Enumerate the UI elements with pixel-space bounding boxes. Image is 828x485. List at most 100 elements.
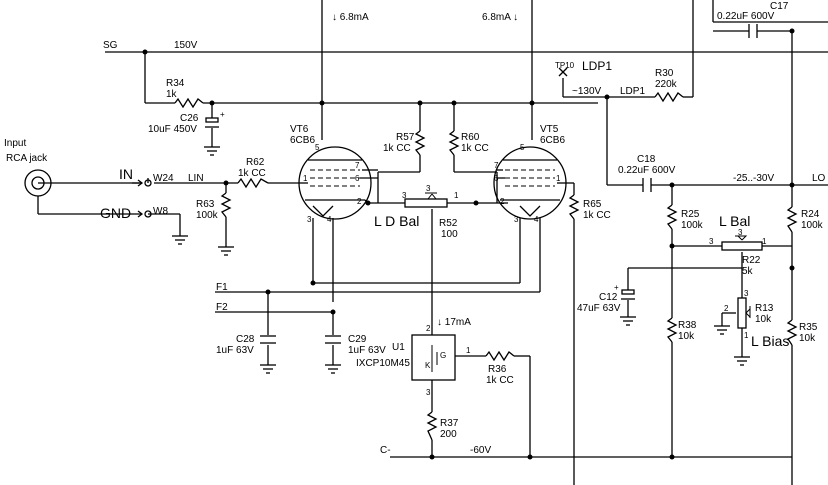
r35-symbol bbox=[786, 319, 798, 346]
wires bbox=[37, 0, 828, 485]
labels: ↓ 6.8mA 6.8mA ↓ C17 0.22uF 600V SG 150V … bbox=[4, 1, 826, 456]
lin-net: LIN bbox=[188, 173, 204, 184]
r34-ref: R34 bbox=[166, 78, 185, 89]
pin-label: 1 bbox=[556, 174, 561, 183]
r35-ref: R35 bbox=[799, 322, 818, 333]
ground-icon bbox=[714, 325, 730, 335]
r63-value: 100k bbox=[196, 210, 219, 221]
w24-label: W24 bbox=[153, 173, 174, 184]
vt5-ref: VT5 bbox=[540, 124, 559, 135]
tube-vt5 bbox=[493, 146, 567, 220]
vt6-ref: VT6 bbox=[290, 124, 309, 135]
pin-label: 3 bbox=[738, 228, 743, 237]
r36-value: 1k CC bbox=[486, 375, 514, 386]
svg-text:+: + bbox=[220, 110, 225, 119]
pin-label: 2 bbox=[357, 197, 362, 206]
v60-label: -60V bbox=[470, 445, 491, 456]
r65-ref: R65 bbox=[583, 199, 602, 210]
r60-symbol bbox=[448, 130, 460, 156]
r65-value: 1k CC bbox=[583, 210, 611, 221]
c12-symbol: + bbox=[614, 283, 635, 300]
r30-ref: R30 bbox=[655, 68, 674, 79]
r24-symbol bbox=[786, 206, 798, 233]
tp10-label: LDP1 bbox=[582, 59, 612, 73]
capacitors: + + bbox=[205, 24, 758, 344]
r34-symbol bbox=[174, 97, 204, 109]
ground-icon bbox=[620, 316, 636, 326]
pin-label: 7 bbox=[355, 161, 360, 170]
pin-label: 6 bbox=[355, 174, 360, 183]
pin-label: 1 bbox=[762, 237, 767, 246]
c29-value: 1uF 63V bbox=[348, 345, 386, 356]
pin-label: 3 bbox=[426, 184, 431, 193]
tube-vt6 bbox=[298, 146, 378, 220]
ldp1-net: LDP1 bbox=[620, 86, 645, 97]
pin-label: 2 bbox=[724, 304, 729, 313]
ground-icon bbox=[218, 246, 234, 256]
r62-value: 1k CC bbox=[238, 168, 266, 179]
ground-icon bbox=[734, 356, 750, 366]
pin-label: 1 bbox=[466, 346, 471, 355]
u1-part: IXCP10M45 bbox=[356, 358, 410, 369]
v150-label: 150V bbox=[174, 40, 198, 51]
pin-label: 7 bbox=[494, 161, 499, 170]
r24-value: 100k bbox=[801, 220, 824, 231]
pin-label: 3 bbox=[744, 289, 749, 298]
c28-value: 1uF 63V bbox=[216, 345, 254, 356]
c18-ref: C18 bbox=[637, 154, 656, 165]
c26-symbol: + bbox=[205, 110, 225, 128]
w8-label: W8 bbox=[153, 206, 168, 217]
c12-value: 47uF 63V bbox=[577, 303, 621, 314]
ground-icon bbox=[204, 146, 220, 156]
r22-symbol bbox=[721, 241, 763, 251]
pin-label: K bbox=[425, 361, 431, 370]
c17-ref: C17 bbox=[770, 1, 789, 12]
ground-icon bbox=[172, 235, 188, 245]
r38-ref: R38 bbox=[678, 320, 697, 331]
sg-net: SG bbox=[103, 40, 118, 51]
r57-value: 1k CC bbox=[383, 143, 411, 154]
r38-value: 10k bbox=[678, 331, 695, 342]
u1-current: ↓ 17mA bbox=[437, 317, 471, 328]
r37-value: 200 bbox=[440, 429, 457, 440]
c28-symbol bbox=[260, 335, 276, 344]
f1-net: F1 bbox=[216, 282, 228, 293]
r36-symbol bbox=[485, 350, 515, 362]
pin-label: 3 bbox=[426, 388, 431, 397]
c26-ref: C26 bbox=[180, 113, 199, 124]
r63-symbol bbox=[220, 192, 232, 218]
pin-label: 3 bbox=[514, 215, 519, 224]
r38-symbol bbox=[666, 317, 678, 343]
pin-label: 4 bbox=[327, 215, 332, 224]
r60-ref: R60 bbox=[461, 132, 480, 143]
resistors bbox=[174, 91, 798, 441]
r22-value: 5k bbox=[742, 266, 754, 277]
tp10-ref: TP10 bbox=[555, 61, 575, 70]
pin-label: 3 bbox=[709, 237, 714, 246]
ground-icon bbox=[260, 364, 276, 374]
w8-connector-icon bbox=[144, 210, 152, 218]
r25-value: 100k bbox=[681, 220, 704, 231]
vt5-current: 6.8mA ↓ bbox=[482, 12, 518, 23]
rca-jack-icon bbox=[24, 169, 52, 197]
r60-value: 1k CC bbox=[461, 143, 489, 154]
pin-label: 5 bbox=[315, 143, 320, 152]
r25-ref: R25 bbox=[681, 209, 700, 220]
r37-symbol bbox=[426, 411, 438, 441]
pin-label: G bbox=[440, 351, 446, 360]
pin-label: 6 bbox=[494, 174, 499, 183]
input-label: Input bbox=[4, 138, 26, 149]
input-label-jack: RCA jack bbox=[6, 153, 48, 164]
pin-label: 5 bbox=[520, 143, 525, 152]
vneg-label: -25..-30V bbox=[733, 173, 774, 184]
c12-ref: C12 bbox=[599, 292, 618, 303]
pin-label: 1 bbox=[454, 191, 459, 200]
grounds bbox=[172, 146, 750, 374]
r24-ref: R24 bbox=[801, 209, 820, 220]
l-bias-label: L Bias bbox=[751, 333, 789, 349]
vt6-type: 6CB6 bbox=[290, 135, 315, 146]
r13-value: 10k bbox=[755, 314, 772, 325]
l-bal-label: L Bal bbox=[719, 213, 750, 229]
c17-symbol bbox=[748, 24, 758, 38]
